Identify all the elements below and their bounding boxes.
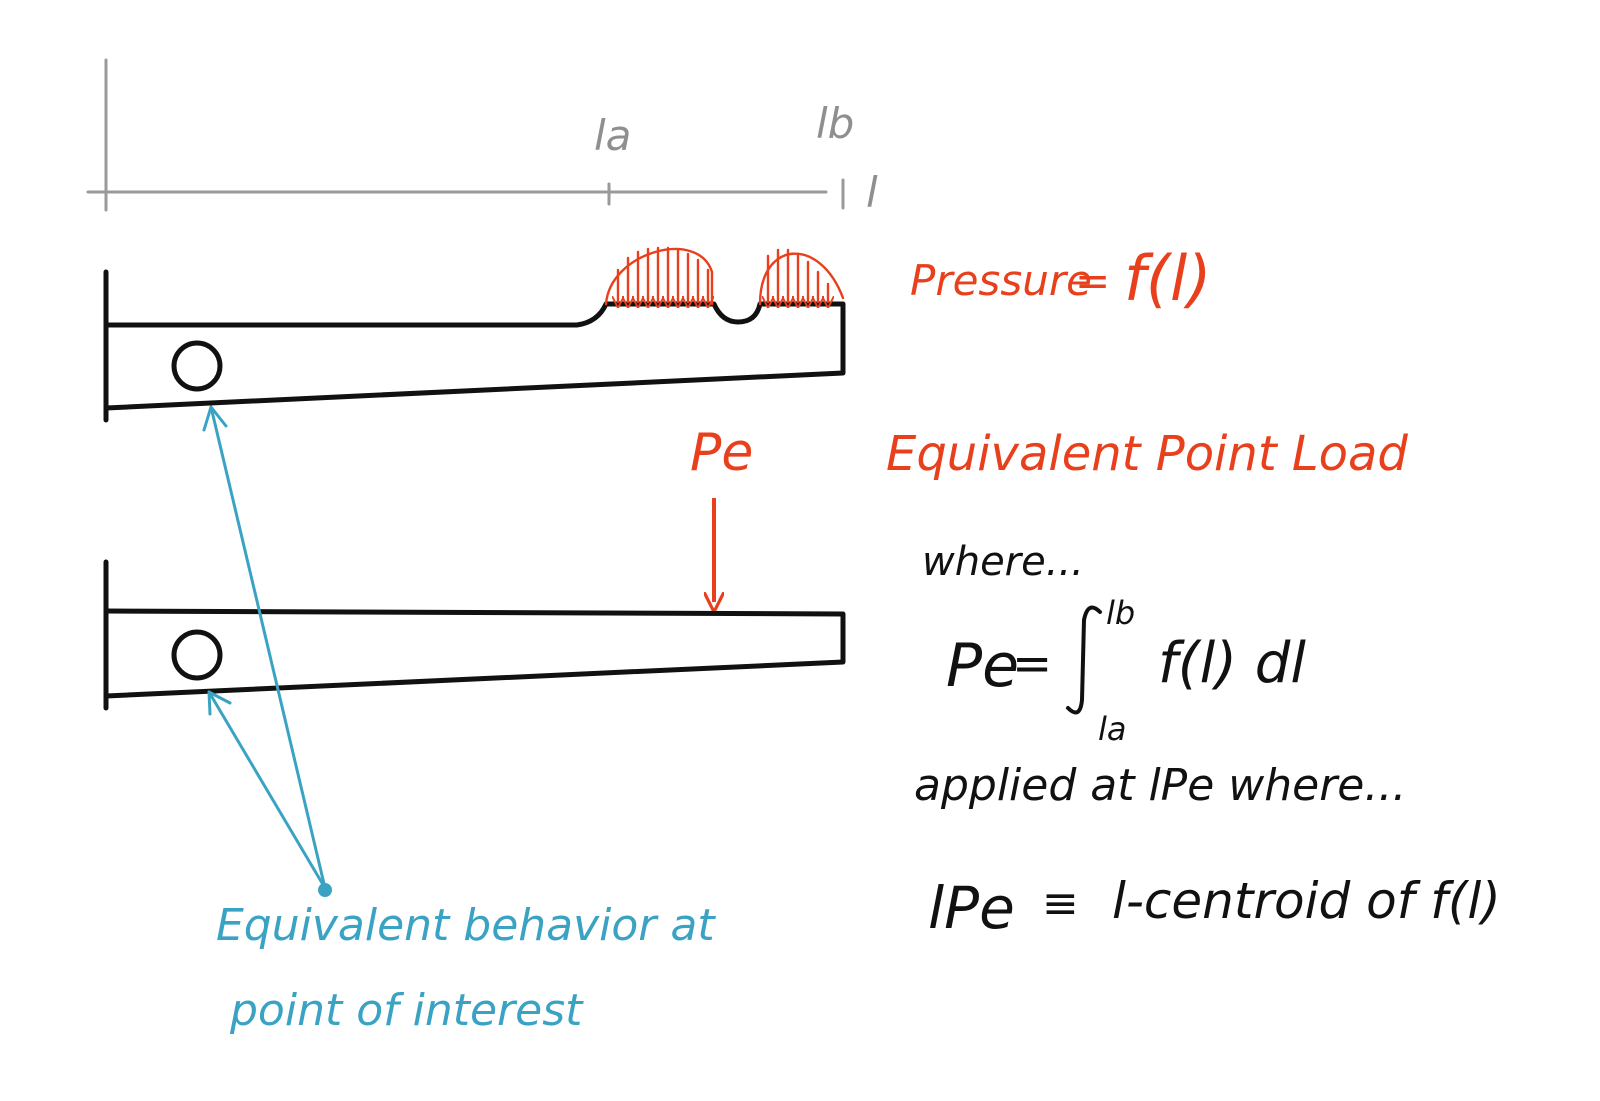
axis-label-la: la: [594, 111, 631, 160]
pressure-curve-2: [758, 252, 845, 306]
integral-lower-limit: la: [1098, 710, 1127, 748]
integral-lhs: Pe: [946, 631, 1019, 701]
top-point-of-interest: [171, 340, 223, 392]
bottom-beam: [103, 559, 846, 711]
point-load-label: Equivalent Point Load: [886, 426, 1408, 482]
axis-label-lb: lb: [816, 99, 854, 148]
where-text-1: where...: [922, 539, 1084, 585]
bottom-point-of-interest: [171, 629, 223, 681]
pressure-distribution: [604, 246, 845, 306]
applied-at-text: applied at lPe where...: [914, 760, 1406, 811]
integral-integrand: f(l) dl: [1158, 631, 1306, 696]
pressure-label: Pressure: [910, 256, 1092, 305]
pressure-function: f(l): [1124, 242, 1211, 315]
centroid-rhs: l-centroid of f(l): [1112, 872, 1501, 930]
pressure-curve-1: [604, 247, 714, 306]
bottom-beam-outline: [103, 608, 846, 699]
centroid-lhs: lPe: [928, 874, 1015, 942]
point-load-symbol: Pe: [690, 423, 753, 483]
integral-equals: =: [1012, 636, 1052, 692]
top-beam: [103, 269, 846, 423]
length-axis: [86, 58, 845, 212]
integral-upper-limit: lb: [1106, 594, 1135, 632]
annotation-line-2: point of interest: [229, 985, 584, 1036]
centroid-equiv: ≡: [1042, 878, 1079, 929]
annotation-origin-dot: [318, 883, 332, 897]
annotation-line-1: Equivalent behavior at: [216, 900, 716, 951]
integral-sign: [1066, 605, 1102, 715]
top-beam-outline: [103, 301, 846, 411]
axis-label-l: l: [866, 168, 878, 217]
pressure-arrows: [618, 246, 828, 302]
annotation-pointers: [202, 405, 327, 890]
pressure-equals: =: [1075, 256, 1110, 305]
